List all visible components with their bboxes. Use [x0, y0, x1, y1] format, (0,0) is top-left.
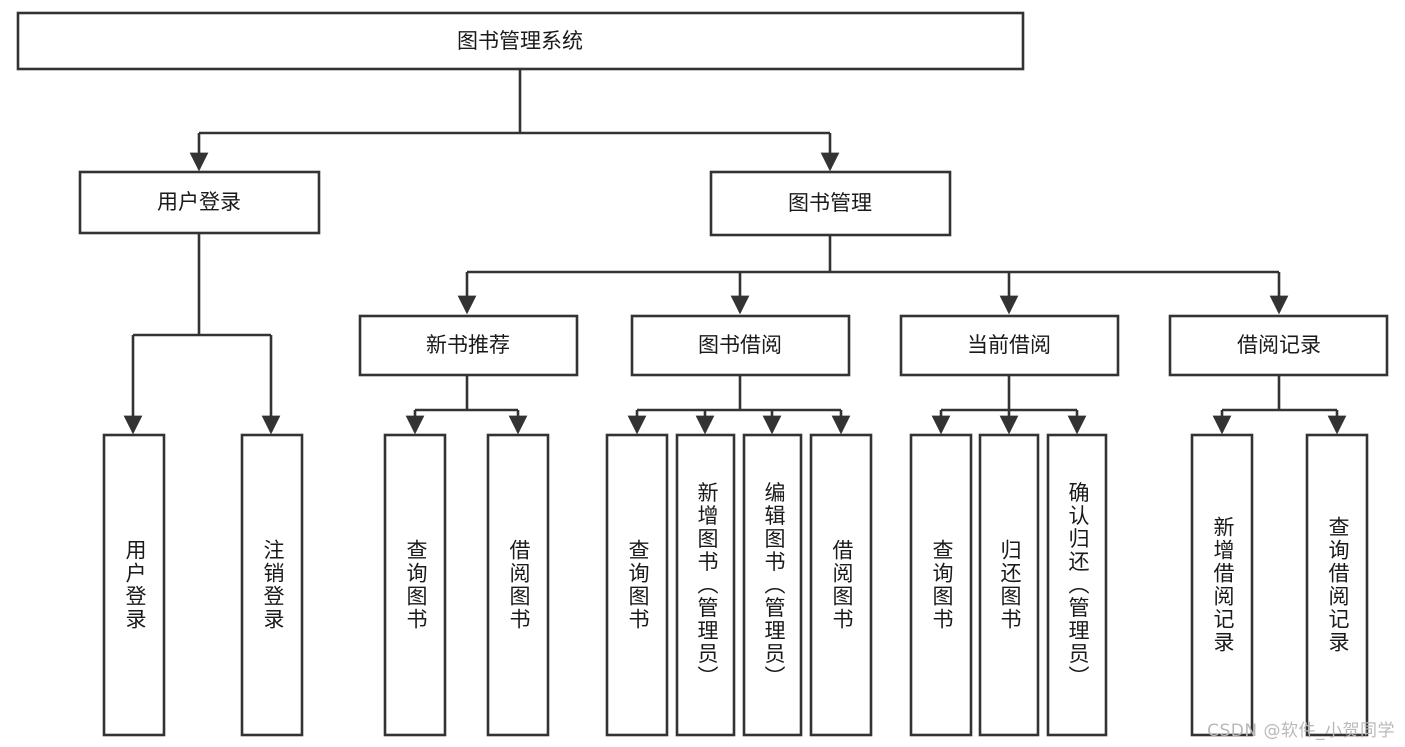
node-leaf-record-1-box[interactable]: [1190, 433, 1254, 737]
node-leaf-new-2-label: 借阅图书: [507, 539, 531, 631]
edge-group-record: [1212, 375, 1347, 435]
node-leaf-login-1-label: 用户登录: [123, 539, 147, 631]
node-leaf-login-2[interactable]: 注销登录: [240, 433, 304, 737]
node-leaf-borrow-4-label: 借阅图书: [830, 539, 854, 631]
node-leaf-record-2-box[interactable]: [1305, 433, 1369, 737]
node-leaf-current-2-label: 归还图书: [998, 539, 1022, 631]
node-leaf-login-1-box[interactable]: [102, 433, 166, 737]
node-borrow-box[interactable]: [630, 314, 851, 377]
node-book-manage-box[interactable]: [709, 170, 952, 237]
node-root-box[interactable]: [16, 11, 1025, 71]
node-leaf-borrow-1[interactable]: 查询图书: [605, 433, 669, 737]
node-current-label: 当前借阅: [967, 333, 1051, 357]
node-current[interactable]: 当前借阅: [899, 314, 1120, 377]
node-leaf-current-3-box[interactable]: [1046, 433, 1108, 737]
edge-group-borrow: [627, 375, 851, 435]
node-login[interactable]: 用户登录: [78, 170, 321, 235]
node-leaf-record-1[interactable]: 新增借阅记录: [1190, 433, 1254, 737]
node-record[interactable]: 借阅记录: [1168, 314, 1389, 377]
node-leaf-borrow-2[interactable]: 新增图书（管理员）: [675, 433, 736, 737]
node-leaf-login-2-label: 注销登录: [261, 539, 285, 631]
node-leaf-current-3-label: 确认归还（管理员）: [1066, 482, 1090, 689]
node-new-book-box[interactable]: [358, 314, 579, 377]
node-root[interactable]: 图书管理系统: [16, 11, 1025, 71]
node-leaf-current-1-label: 查询图书: [930, 539, 954, 631]
node-leaf-current-1-box[interactable]: [909, 433, 973, 737]
node-leaf-new-1-label: 查询图书: [404, 539, 428, 631]
node-leaf-borrow-3[interactable]: 编辑图书（管理员）: [742, 433, 803, 737]
node-root-label: 图书管理系统: [457, 29, 583, 53]
node-leaf-current-1[interactable]: 查询图书: [909, 433, 973, 737]
node-record-label: 借阅记录: [1237, 333, 1321, 357]
node-leaf-new-1-box[interactable]: [383, 433, 447, 737]
node-new-book-label: 新书推荐: [426, 333, 510, 357]
node-leaf-borrow-4[interactable]: 借阅图书: [809, 433, 873, 737]
edge-group-login: [123, 233, 281, 435]
csdn-watermark: CSDN @软件_小贺同学: [1207, 721, 1395, 741]
node-leaf-borrow-1-box[interactable]: [605, 433, 669, 737]
node-leaf-new-2[interactable]: 借阅图书: [486, 433, 550, 737]
node-new-book[interactable]: 新书推荐: [358, 314, 579, 377]
node-leaf-current-2-box[interactable]: [978, 433, 1040, 737]
node-leaf-login-2-box[interactable]: [240, 433, 304, 737]
node-leaf-borrow-2-box[interactable]: [675, 433, 736, 737]
node-leaf-borrow-4-box[interactable]: [809, 433, 873, 737]
node-leaf-borrow-2-label: 新增图书（管理员）: [695, 482, 719, 689]
node-leaf-borrow-1-label: 查询图书: [626, 539, 650, 631]
node-leaf-record-2-label: 查询借阅记录: [1326, 516, 1350, 654]
edge-group-book-manage: [457, 235, 1289, 315]
node-leaf-record-2[interactable]: 查询借阅记录: [1305, 433, 1369, 737]
node-login-box[interactable]: [78, 170, 321, 235]
node-leaf-borrow-3-box[interactable]: [742, 433, 803, 737]
node-book-manage-label: 图书管理: [788, 191, 872, 215]
node-leaf-current-2[interactable]: 归还图书: [978, 433, 1040, 737]
edge-group-current: [931, 375, 1087, 435]
node-leaf-new-2-box[interactable]: [486, 433, 550, 737]
node-borrow[interactable]: 图书借阅: [630, 314, 851, 377]
node-leaf-new-1[interactable]: 查询图书: [383, 433, 447, 737]
node-record-box[interactable]: [1168, 314, 1389, 377]
edge-group-root: [189, 69, 840, 172]
node-leaf-borrow-3-label: 编辑图书（管理员）: [762, 482, 786, 689]
node-borrow-label: 图书借阅: [698, 333, 782, 357]
node-login-label: 用户登录: [157, 190, 241, 214]
node-leaf-login-1[interactable]: 用户登录: [102, 433, 166, 737]
edge-group-new-book: [405, 375, 528, 435]
node-current-box[interactable]: [899, 314, 1120, 377]
node-book-manage[interactable]: 图书管理: [709, 170, 952, 237]
node-leaf-record-1-label: 新增借阅记录: [1211, 516, 1235, 654]
node-leaf-current-3[interactable]: 确认归还（管理员）: [1046, 433, 1108, 737]
